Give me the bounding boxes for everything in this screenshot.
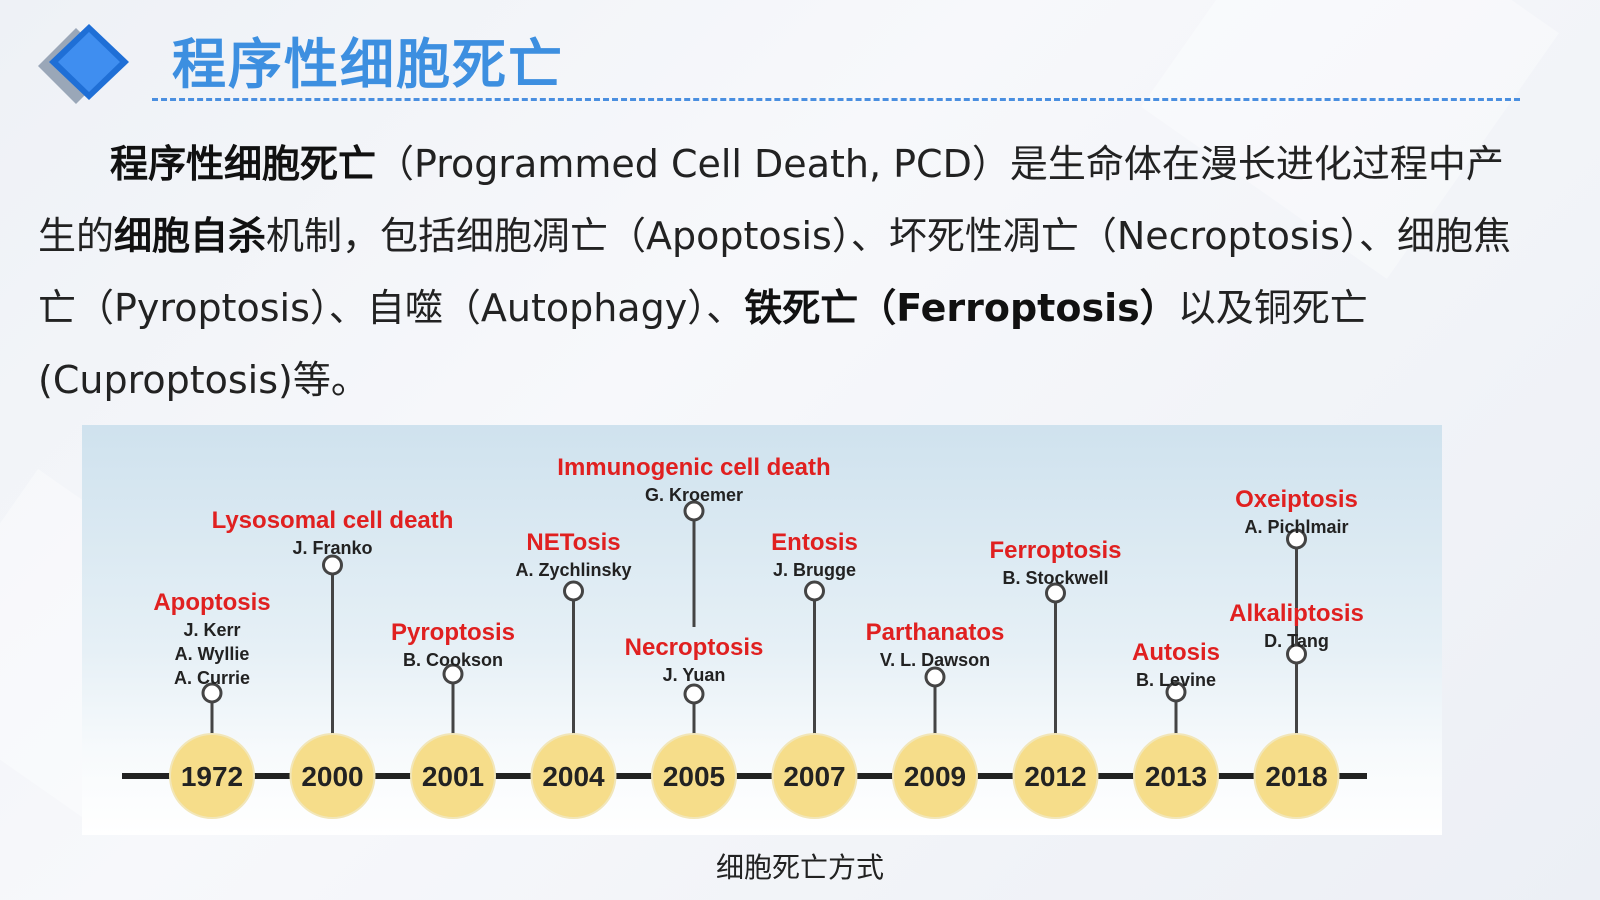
event-name: Ferroptosis <box>989 537 1121 564</box>
year-label: 2009 <box>904 761 966 792</box>
event-name: Pyroptosis <box>391 619 515 646</box>
event-author: J. Brugge <box>773 560 856 580</box>
event-author: A. Currie <box>174 668 250 688</box>
title-divider <box>152 98 1520 101</box>
year-circle <box>1012 733 1099 819</box>
year-circle <box>410 733 496 819</box>
event-author: G. Kroemer <box>645 485 743 505</box>
event-marker <box>442 663 464 685</box>
event-name: Necroptosis <box>625 634 764 661</box>
bold-term-pcd: 程序性细胞死亡 <box>110 142 377 186</box>
event-name: Oxeiptosis <box>1235 486 1358 513</box>
event-marker <box>683 683 705 705</box>
event-author: D. Tang <box>1264 631 1329 651</box>
event-marker <box>1045 582 1066 604</box>
event-author: B. Cookson <box>403 650 503 670</box>
event-author: B. Levine <box>1136 670 1216 690</box>
figure-caption: 细胞死亡方式 <box>715 851 884 884</box>
event-marker <box>201 682 223 704</box>
event-marker <box>1286 528 1307 550</box>
event-name: Apoptosis <box>153 589 270 616</box>
event-author: A. Wyllie <box>175 644 250 664</box>
year-circle <box>892 733 978 819</box>
year-circle <box>289 733 376 819</box>
event-marker <box>322 554 343 576</box>
event-marker <box>683 500 705 522</box>
page-title: 程序性细胞死亡 <box>172 33 564 96</box>
year-label: 2004 <box>542 761 605 792</box>
event-name: Parthanatos <box>866 619 1005 646</box>
event-author: A. Pichlmair <box>1244 517 1348 537</box>
year-label: 2005 <box>663 761 725 792</box>
event-marker <box>804 580 825 602</box>
event-author: J. Yuan <box>663 665 726 685</box>
event-author: V. L. Dawson <box>880 650 990 670</box>
event-author: B. Stockwell <box>1002 568 1108 588</box>
year-circle <box>771 733 858 819</box>
event-author: J. Franko <box>292 538 372 558</box>
event-name: Immunogenic cell death <box>557 454 830 481</box>
event-name: Autosis <box>1132 639 1220 666</box>
event-marker <box>1165 681 1187 703</box>
event-marker <box>924 666 946 688</box>
event-name: Alkaliptosis <box>1229 600 1364 627</box>
timeline-figure: Apoptosis J. Kerr A. Wyllie A. Currie Lysoso… <box>82 425 1442 835</box>
year-label: 2001 <box>422 761 484 792</box>
paragraph-text-3: 以及铜死亡(Cuproptosis)等。 <box>38 286 1368 402</box>
event-name: Entosis <box>771 529 858 556</box>
year-label: 1972 <box>181 761 243 792</box>
year-label: 2013 <box>1145 761 1207 792</box>
intro-paragraph: 程序性细胞死亡（Programmed Cell Death, PCD）是生命体在… <box>38 128 1520 416</box>
year-label: 2012 <box>1024 761 1086 792</box>
bold-term-ferroptosis: 铁死亡（Ferroptosis） <box>744 286 1178 330</box>
paragraph-text-1: （Programmed Cell Death, PCD）是生命体在漫长进化过程中… <box>38 142 1504 258</box>
paragraph-text-2: 机制，包括细胞凋亡（Apoptosis）、坏死性凋亡（Necroptosis）、… <box>38 214 1511 330</box>
diamond-logo-icon <box>38 24 129 104</box>
event-marker <box>1286 643 1307 665</box>
event-author: J. Kerr <box>183 620 240 640</box>
event-author: A. Zychlinsky <box>515 560 631 580</box>
year-label: 2000 <box>301 761 363 792</box>
year-circle <box>1133 733 1219 819</box>
year-circle <box>1253 733 1340 819</box>
year-label: 2018 <box>1265 761 1327 792</box>
year-circle <box>530 733 617 819</box>
event-name: Lysosomal cell death <box>212 507 454 534</box>
event-name: NETosis <box>526 529 620 556</box>
year-label: 2007 <box>783 761 845 792</box>
bold-term-suicide: 细胞自杀 <box>114 214 267 258</box>
timeline-diagram: Apoptosis J. Kerr A. Wyllie A. Currie Lysoso… <box>122 454 1367 819</box>
year-circle <box>169 733 255 819</box>
event-marker <box>563 580 584 602</box>
year-circle <box>651 733 737 819</box>
